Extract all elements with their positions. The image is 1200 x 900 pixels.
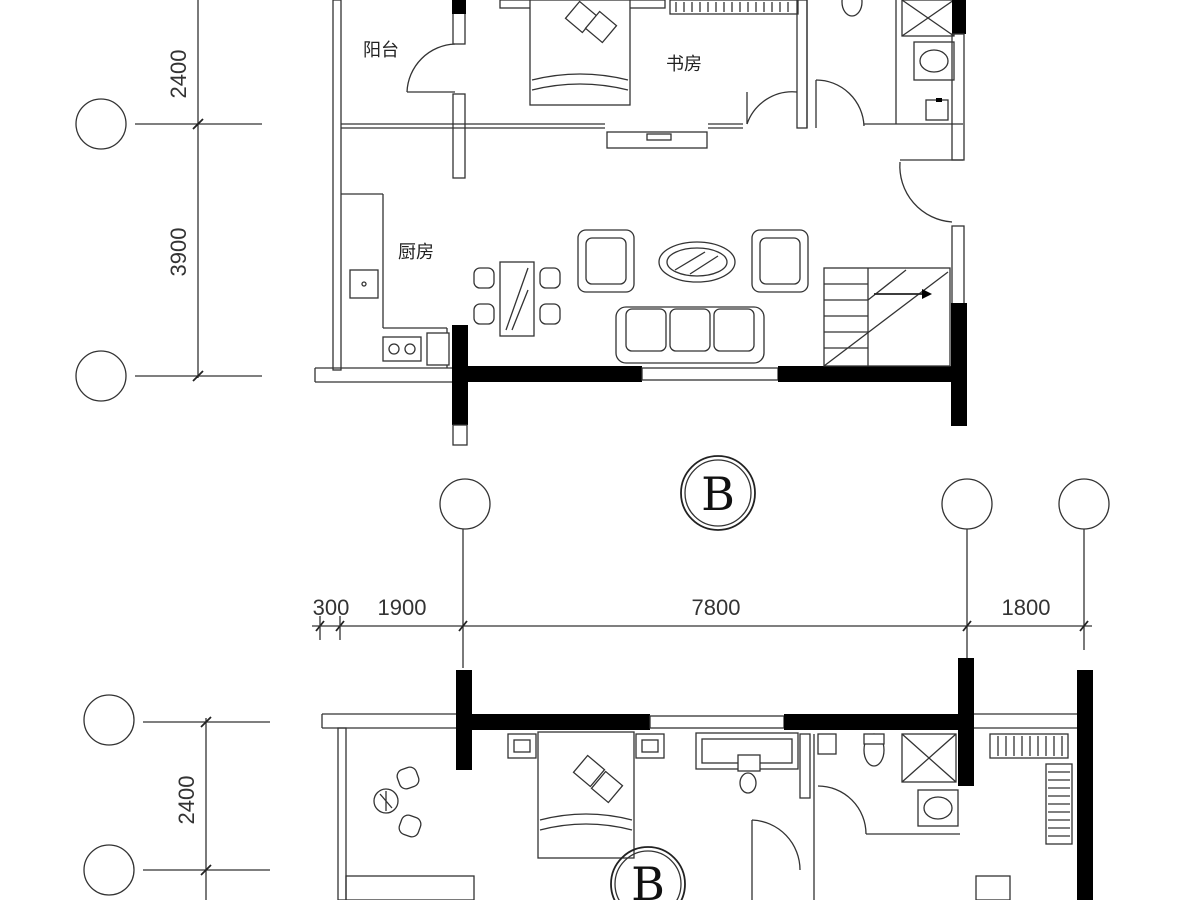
bedroom-bed [507,731,665,859]
living-room-set [577,229,809,364]
dresser [695,732,799,794]
section-marker-b-lower: B [610,846,686,900]
dining-set [473,261,561,337]
study-bookshelf [675,2,789,12]
grid-axis-circle [75,98,127,150]
closet-shelves [989,733,1073,845]
dim-label-7800: 7800 [692,595,741,620]
grid-axis-circle [83,844,135,896]
grid-axis-circle [1058,478,1110,530]
balcony-table-set [373,766,422,838]
upper-floor-plan: 2400 3900 [75,0,967,446]
upper-vertical-dimension: 2400 3900 [135,0,262,382]
lower-floor-plan: 300 1900 7800 1800 2400 [83,478,1110,900]
room-label-study: 书房 [666,54,702,75]
dim-label-3900: 3900 [166,228,191,277]
study-bed [529,0,631,106]
dim-label-2400-top: 2400 [166,50,191,99]
section-marker-label: B [701,467,735,521]
room-label-kitchen: 厨房 [398,242,434,263]
dim-label-1800: 1800 [1002,595,1051,620]
grid-axis-circle [941,478,993,530]
grid-axis-circle [439,478,491,530]
section-marker-lower-label: B [631,857,665,900]
section-marker-b: B [680,455,756,531]
upper-staircase [823,267,951,367]
lower-bathroom [817,733,1011,900]
dim-label-2400-bottom: 2400 [174,776,199,825]
grid-axis-circle [83,694,135,746]
grid-axis-circle [75,350,127,402]
kitchen-counter [341,193,450,368]
room-label-balcony: 阳台 [363,40,399,61]
lower-vertical-dimension: 2400 [143,716,270,900]
dim-label-300: 300 [313,595,350,620]
dim-label-1900: 1900 [378,595,427,620]
lower-horizontal-dimension: 300 1900 7800 1800 [312,595,1092,640]
